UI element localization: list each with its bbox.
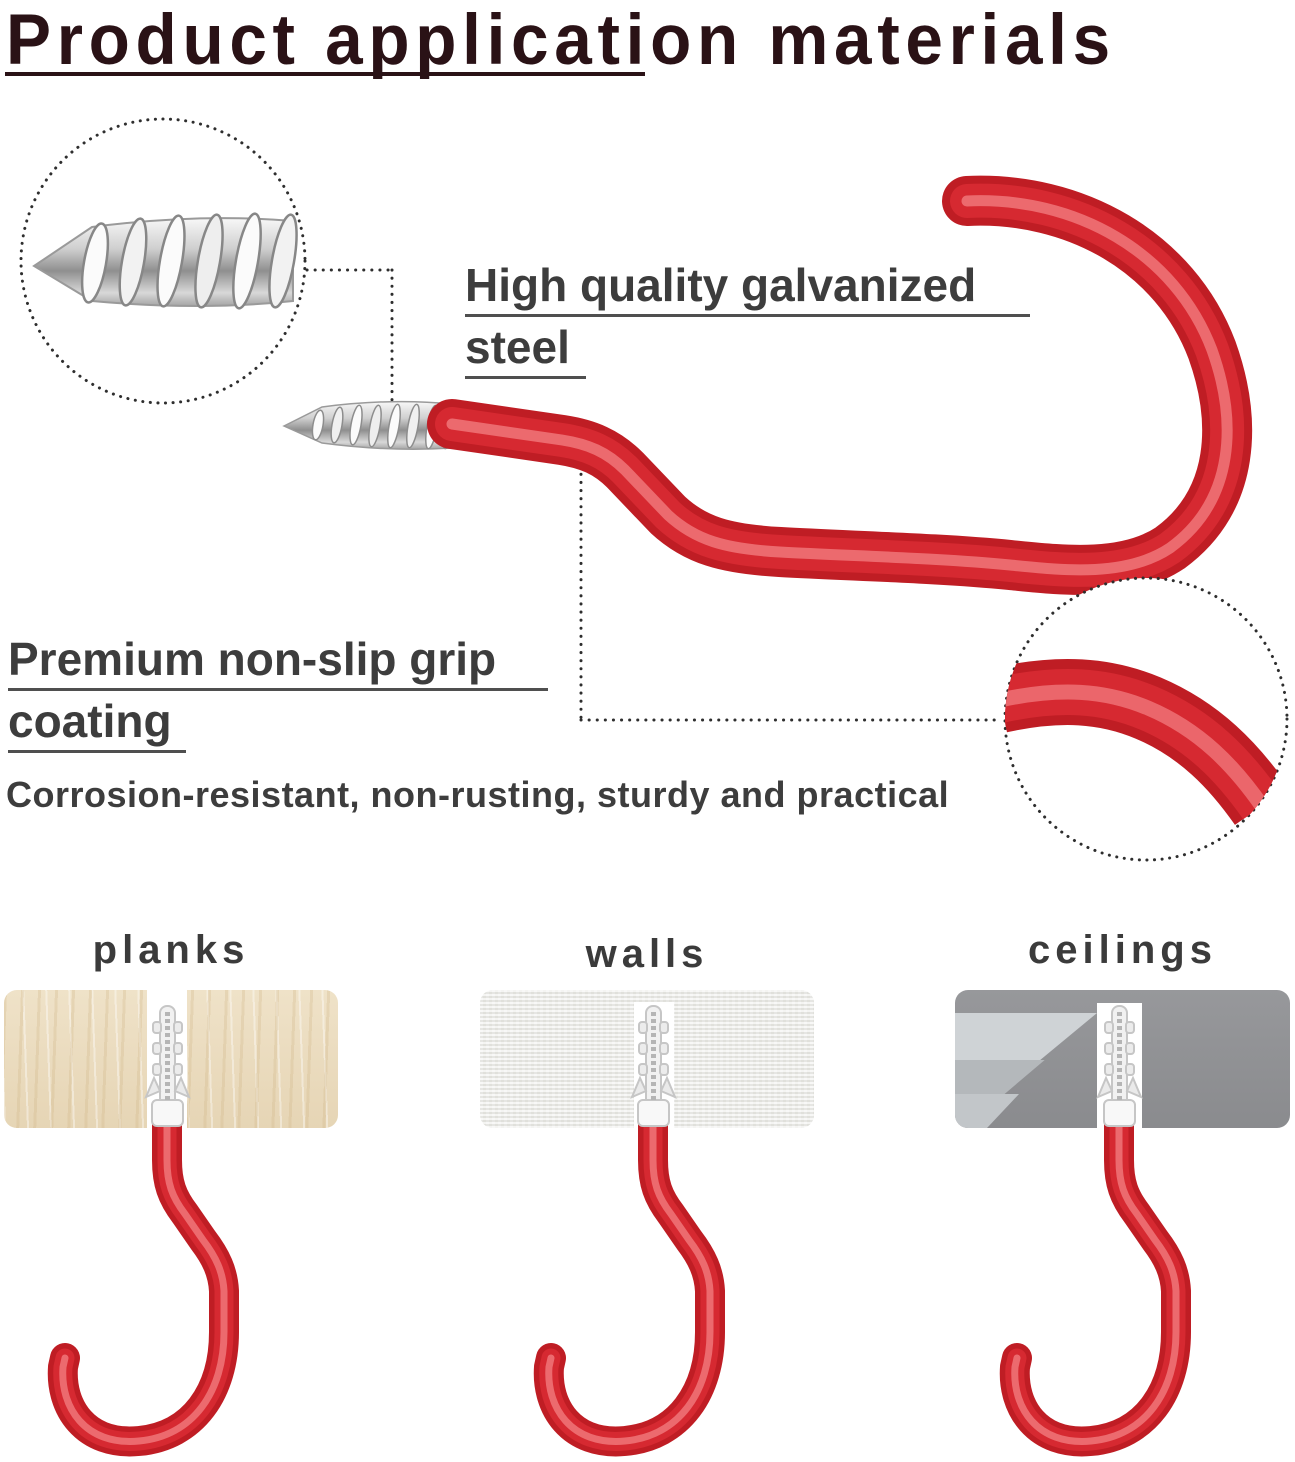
coating-zoom-circle-icon	[1003, 576, 1289, 862]
zoomed-coating-illustration	[1005, 659, 1287, 826]
panel-label-walls: walls	[585, 932, 709, 976]
ceiling-beam-lower-step	[955, 1094, 1019, 1128]
ceiling-beam-top-face	[955, 1013, 1097, 1060]
panel-label-planks: planks	[92, 928, 250, 972]
callout-galvanized-steel: High quality galvanized steel	[465, 262, 1030, 386]
zoomed-screw-illustration	[32, 212, 298, 310]
ceiling-beam-front-face	[955, 1060, 1045, 1098]
wall-anchor-slot	[634, 1002, 674, 1128]
ceiling-anchor-slot	[1097, 1003, 1142, 1128]
screw-leader-line	[305, 268, 394, 403]
callout-galvanized-line1: High quality galvanized	[465, 262, 1030, 317]
callout-coating-line1: Premium non-slip grip	[8, 636, 548, 691]
coating-leader-line	[579, 448, 1000, 722]
page-title: Product application materials	[6, 1, 1116, 80]
callout-galvanized-line2: steel	[465, 324, 586, 379]
product-screw-thread	[282, 400, 456, 450]
screw-zoom-circle-icon	[19, 117, 307, 405]
panel-label-ceilings: ceilings	[1028, 928, 1217, 972]
plank-anchor-slot	[147, 990, 187, 1128]
title-underline	[5, 72, 645, 76]
callout-grip-coating: Premium non-slip grip coating	[8, 636, 548, 760]
callout-coating-line2: coating	[8, 698, 186, 753]
feature-tagline: Corrosion-resistant, non-rusting, sturdy…	[6, 774, 950, 815]
